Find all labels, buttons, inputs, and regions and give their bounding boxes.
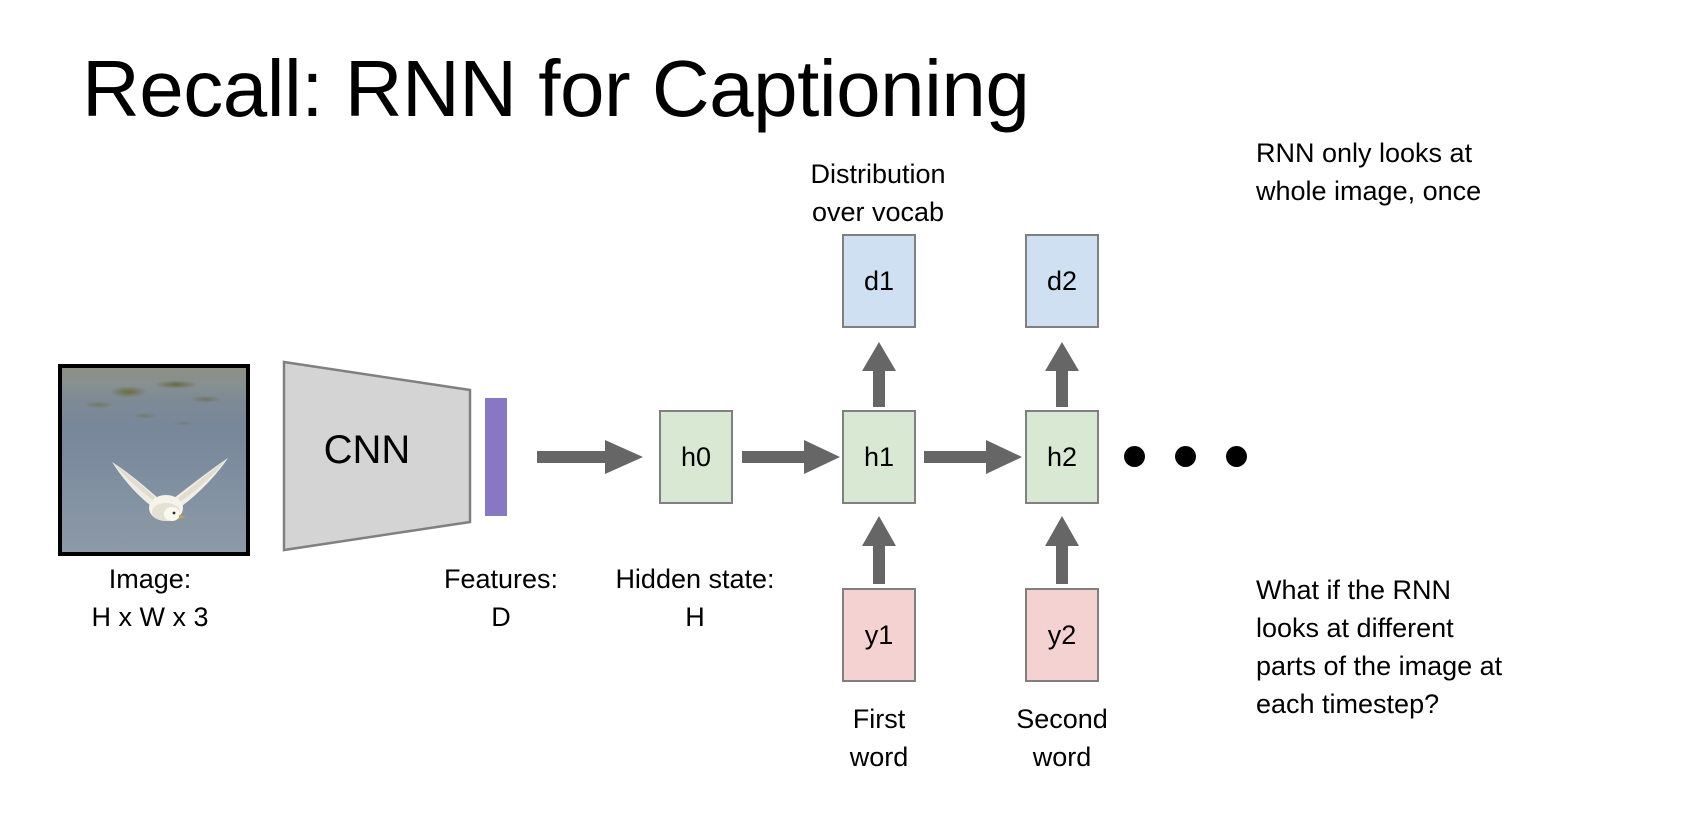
node-d1-label: d1 <box>863 265 895 296</box>
node-h1: h1 <box>842 410 916 504</box>
ellipsis-dot-2 <box>1175 446 1196 467</box>
node-h0: h0 <box>659 410 733 504</box>
arrow-h2-to-d2 <box>1043 341 1081 409</box>
second-word-caption: Second word <box>1016 704 1108 772</box>
node-d2-label: d2 <box>1046 265 1078 296</box>
node-h2-label: h2 <box>1046 441 1078 472</box>
cnn-label: CNN <box>323 428 411 472</box>
first-word-caption: First word <box>849 704 909 772</box>
ellipsis-dot-1 <box>1124 446 1145 467</box>
node-y2-label: y2 <box>1047 619 1077 650</box>
note-rnn-looks-once: RNN only looks at whole image, once <box>1256 138 1482 206</box>
node-y1-label: y1 <box>864 619 894 650</box>
arrow-y1-to-h1 <box>860 514 898 586</box>
arrow-h0-to-h1 <box>742 438 842 476</box>
page-title: Recall: RNN for Captioning <box>82 44 1030 133</box>
node-h1-label: h1 <box>863 441 895 472</box>
arrow-features-to-h0 <box>537 438 645 476</box>
seagull-illustration <box>111 458 228 522</box>
features-caption: Features: D <box>443 564 559 632</box>
ellipsis-dot-3 <box>1226 446 1247 467</box>
node-h2: h2 <box>1025 410 1099 504</box>
distribution-caption: Distribution over vocab <box>810 159 946 227</box>
node-d2: d2 <box>1025 234 1099 328</box>
arrow-h1-to-h2 <box>924 438 1024 476</box>
cnn-trapezoid <box>282 360 472 552</box>
hidden-state-caption: Hidden state: H <box>615 564 775 632</box>
node-d1: d1 <box>842 234 916 328</box>
node-y1: y1 <box>842 588 916 682</box>
node-y2: y2 <box>1025 588 1099 682</box>
arrow-h1-to-d1 <box>860 341 898 409</box>
feature-vector-bar <box>485 398 507 516</box>
image-caption: Image: H x W x 3 <box>91 564 209 632</box>
node-h0-label: h0 <box>680 441 712 472</box>
arrow-y2-to-h2 <box>1043 514 1081 586</box>
photo-water-background <box>62 368 246 552</box>
input-image-thumbnail <box>58 364 250 556</box>
note-rnn-attention-question: What if the RNN looks at different parts… <box>1256 575 1503 719</box>
